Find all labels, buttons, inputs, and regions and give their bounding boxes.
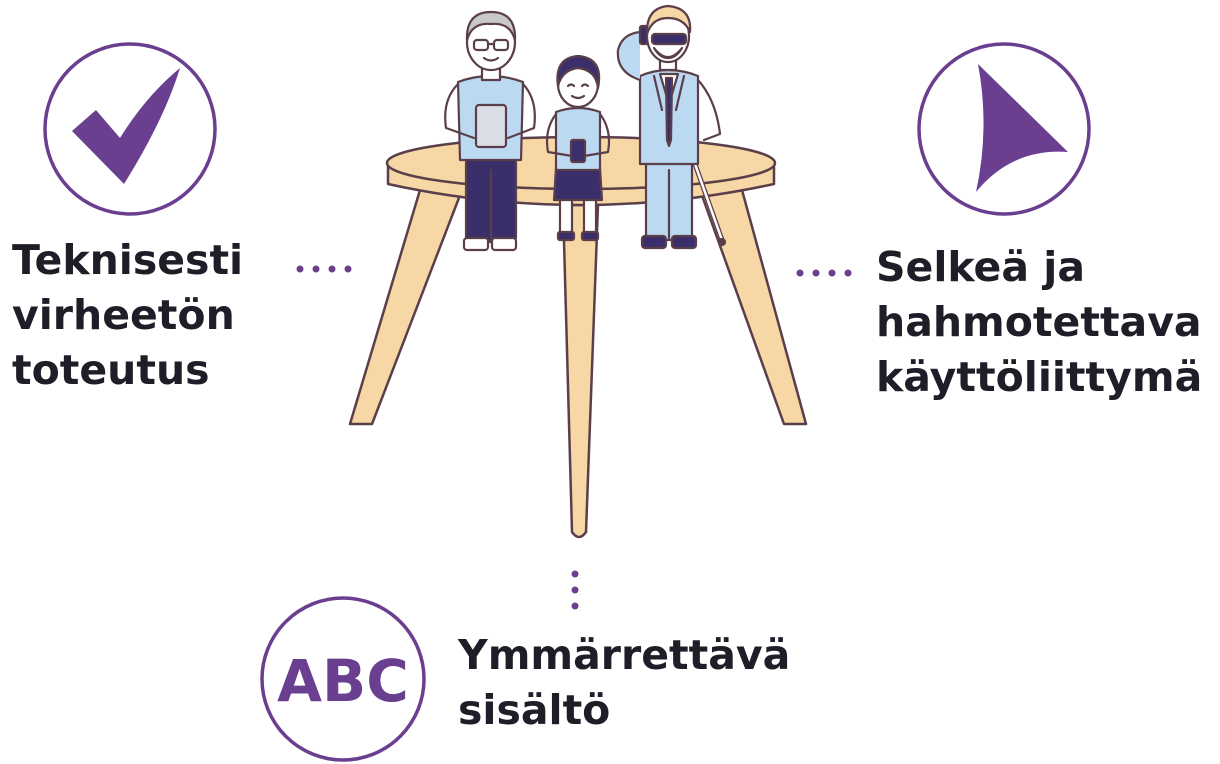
table-leg-center xyxy=(561,203,600,539)
label-line: Ymmärrettävä xyxy=(458,631,791,679)
person-girl-with-phone xyxy=(545,54,611,242)
table-leg-left xyxy=(348,188,464,426)
label-line: Teknisesti xyxy=(12,236,244,284)
sunglasses xyxy=(650,32,688,46)
content-pillar-label: Ymmärrettävä sisältö xyxy=(458,628,790,738)
checkmark-icon xyxy=(43,42,217,216)
tablet-device xyxy=(474,103,508,149)
label-line: hahmotettava xyxy=(876,298,1202,346)
abc-icon-text: ABC xyxy=(277,647,409,715)
ui-pillar-label: Selkeä ja hahmotettava käyttöliittymä xyxy=(876,240,1202,405)
label-line: Selkeä ja xyxy=(876,243,1086,291)
navigation-arrow-icon xyxy=(917,42,1091,216)
label-line: käyttöliittymä xyxy=(876,353,1203,401)
connector-right xyxy=(796,269,852,277)
person-elderly-man-with-tablet xyxy=(444,10,536,252)
abc-icon: ABC xyxy=(260,596,426,762)
phone-device xyxy=(569,138,587,164)
connector-left xyxy=(296,265,352,273)
label-line: sisältö xyxy=(458,686,611,734)
label-line: toteutus xyxy=(12,346,210,394)
label-line: virheetön xyxy=(12,291,235,339)
connector-bottom xyxy=(571,570,579,610)
technical-pillar-label: Teknisesti virheetön toteutus xyxy=(12,233,243,398)
person-man-with-white-cane xyxy=(616,4,727,250)
